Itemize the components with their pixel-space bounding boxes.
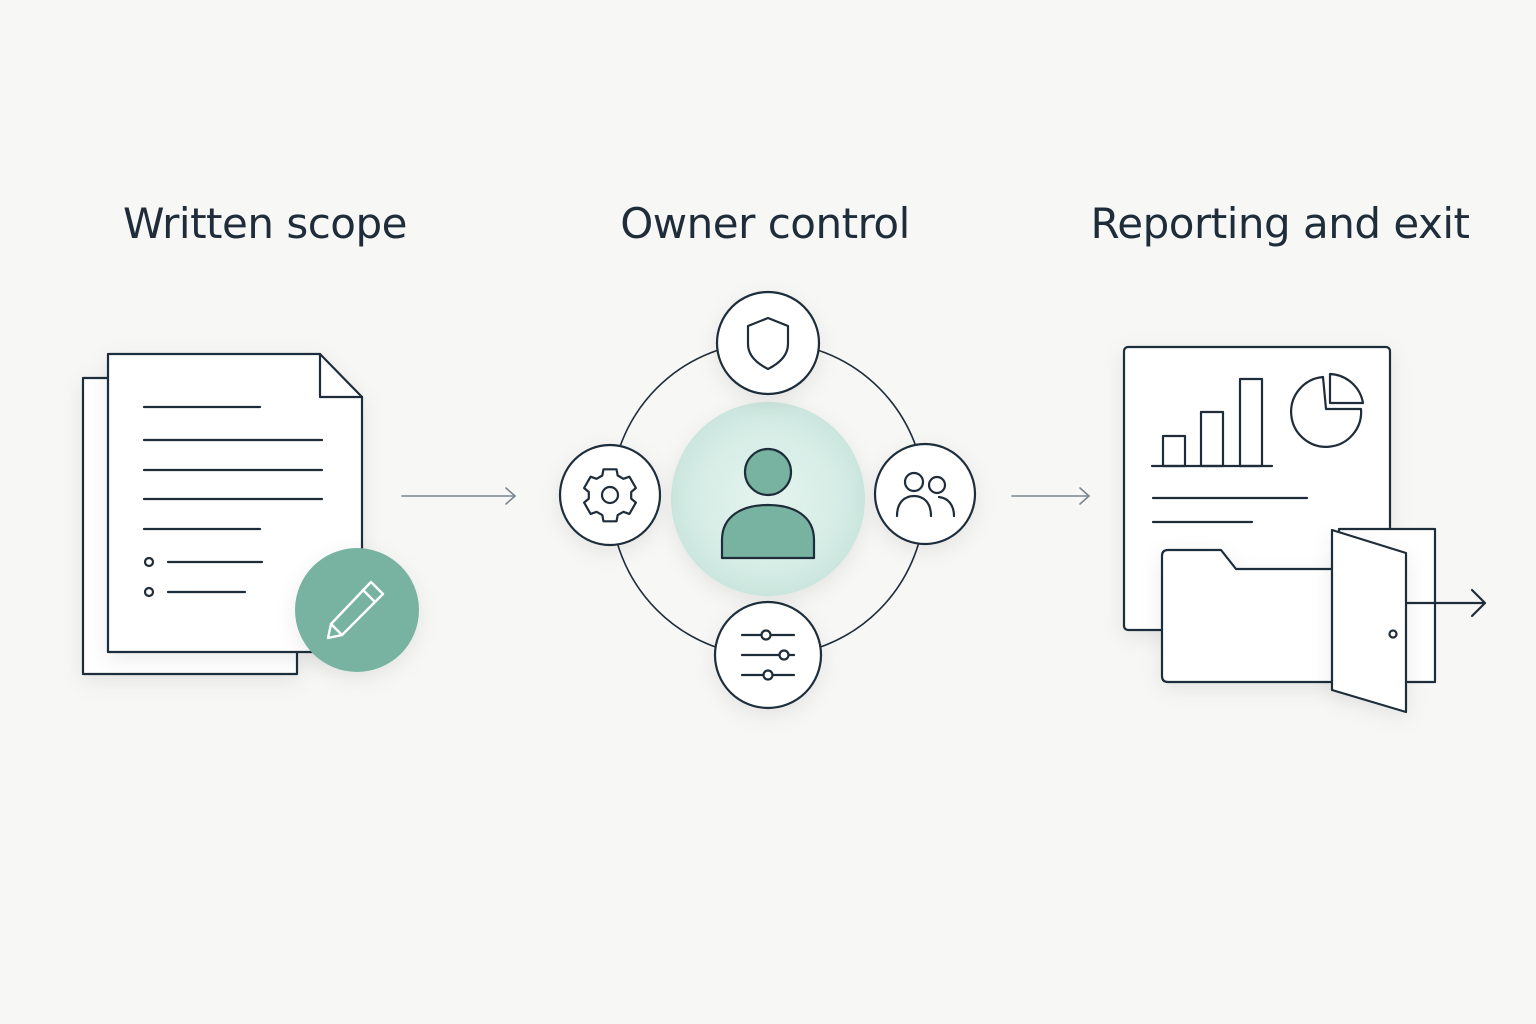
gear-icon — [558, 443, 662, 547]
shield-icon — [715, 290, 821, 396]
connector-arrow-1 — [401, 487, 516, 505]
stage-title-reporting-and-exit: Reporting and exit — [1090, 199, 1471, 248]
document-icon — [81, 352, 364, 676]
pencil-icon — [295, 548, 419, 672]
stage-title-owner-control: Owner control — [620, 199, 910, 248]
folder-icon — [1160, 548, 1361, 684]
bar-chart-icon — [1150, 377, 1274, 468]
door-exit-icon — [1330, 527, 1487, 714]
stage-title-written-scope: Written scope — [123, 199, 408, 248]
pie-chart-icon — [1290, 372, 1365, 448]
sliders-icon — [713, 600, 823, 710]
users-icon — [873, 442, 977, 546]
user-icon — [671, 402, 865, 596]
connector-arrow-2 — [1011, 487, 1090, 505]
